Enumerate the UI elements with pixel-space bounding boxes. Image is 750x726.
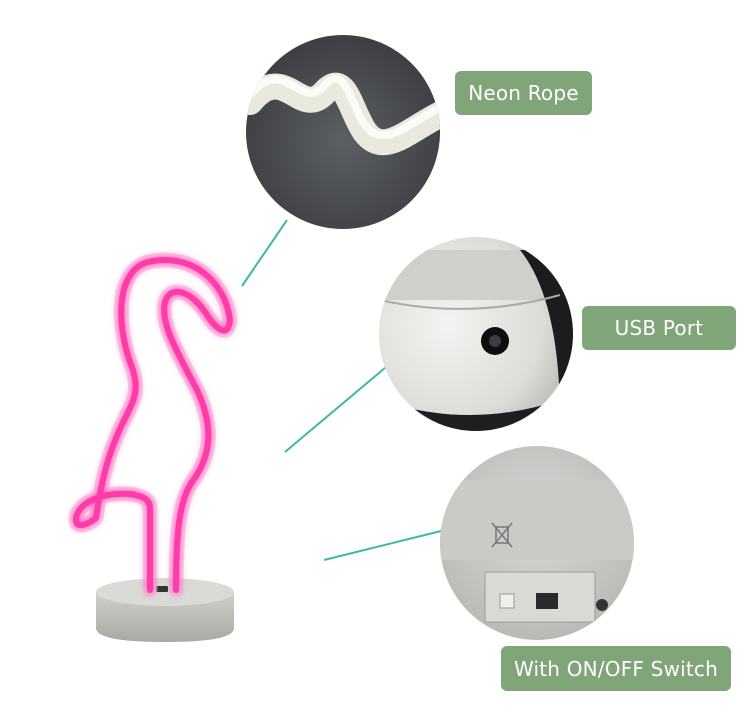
flamingo-lamp bbox=[68, 252, 238, 642]
lamp-base bbox=[96, 578, 234, 642]
lens-neon-rope bbox=[246, 35, 440, 229]
connector-switch bbox=[323, 530, 442, 561]
label-usb-port: USB Port bbox=[582, 306, 736, 350]
lens-on-off-switch bbox=[440, 446, 634, 640]
connector-usb bbox=[284, 361, 393, 453]
crossed-out-bin-icon bbox=[491, 522, 513, 548]
connector-neon bbox=[241, 219, 288, 287]
lens-usb-port bbox=[379, 237, 573, 431]
label-on-off-switch: With ON/OFF Switch bbox=[501, 646, 731, 691]
neon-flamingo-tube bbox=[68, 252, 238, 598]
label-neon-rope: Neon Rope bbox=[455, 71, 592, 115]
connector-lines bbox=[241, 219, 442, 561]
